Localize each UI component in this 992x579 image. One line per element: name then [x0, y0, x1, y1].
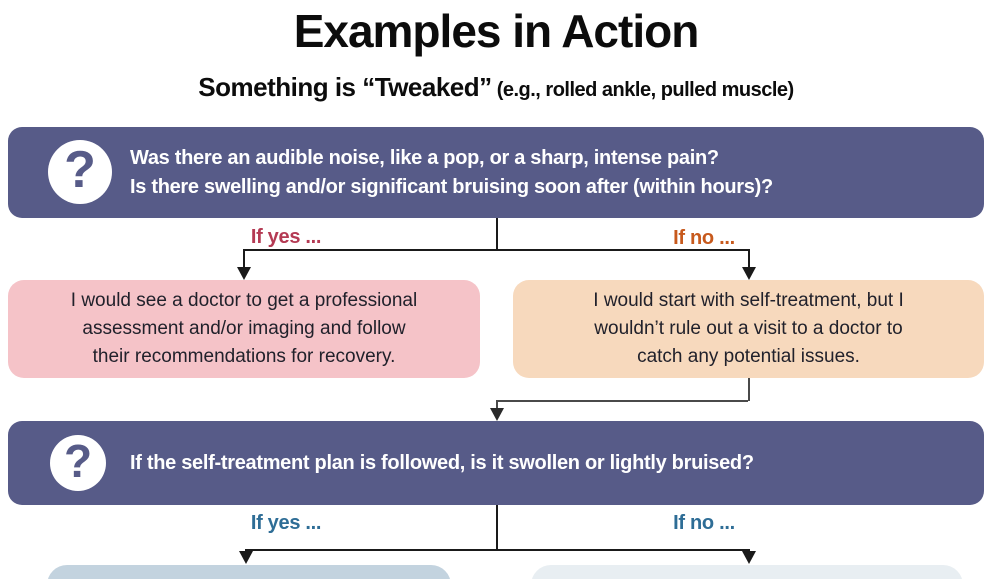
outcome-no-line-2: wouldn’t rule out a visit to a doctor to [594, 318, 903, 339]
branch2-yes-label: If yes ... [250, 512, 322, 534]
outcome-box-see-doctor: I would see a doctor to get a profession… [8, 280, 480, 378]
bottom-outcome-box-yes [47, 565, 451, 579]
question-mark-glyph: ? [64, 141, 96, 199]
question-mark-icon: ? [48, 140, 112, 204]
outcome-yes-line-3: their recommendations for recovery. [92, 346, 396, 367]
outcome-no-line-1: I would start with self-treatment, but I [593, 290, 904, 311]
subtitle-scenario: Something is “Tweaked” [198, 72, 492, 102]
question-1-line-1: Was there an audible noise, like a pop, … [130, 146, 719, 169]
question-2-text: If the self-treatment plan is followed, … [130, 421, 968, 505]
page-title: Examples in Action [293, 5, 700, 57]
branch1-no-label: If no ... [673, 227, 735, 249]
outcome-yes-line-1: I would see a doctor to get a profession… [70, 290, 418, 311]
branch1-yes-arrowhead [237, 267, 251, 280]
question-mark-icon: ? [50, 435, 106, 491]
question-mark-glyph: ? [63, 435, 93, 487]
subtitle-examples: (e.g., rolled ankle, pulled muscle) [491, 79, 795, 101]
page-subtitle: Something is “Tweaked” (e.g., rolled ank… [0, 72, 992, 103]
question-2-line-1: If the self-treatment plan is followed, … [130, 451, 754, 474]
question2-connector [496, 378, 750, 410]
question-banner-1: ? Was there an audible noise, like a pop… [8, 127, 984, 218]
branch1-no-arrowhead [742, 267, 756, 280]
branch2-no-label: If no ... [673, 512, 735, 534]
question-1-line-2: Is there swelling and/or significant bru… [130, 175, 773, 198]
question2-arrowhead [490, 408, 504, 421]
outcome-box-self-treatment: I would start with self-treatment, but I… [513, 280, 984, 378]
branch2-no-arrowhead [742, 551, 756, 564]
branch1-yes-label: If yes ... [250, 226, 322, 248]
outcome-no-line-3: catch any potential issues. [637, 346, 860, 367]
branch2-yes-arrowhead [239, 551, 253, 564]
outcome-yes-line-2: assessment and/or imaging and follow [82, 318, 406, 339]
bottom-outcome-box-no [531, 565, 963, 579]
question-1-text: Was there an audible noise, like a pop, … [130, 127, 968, 218]
question-banner-2: ? If the self-treatment plan is followed… [8, 421, 984, 505]
